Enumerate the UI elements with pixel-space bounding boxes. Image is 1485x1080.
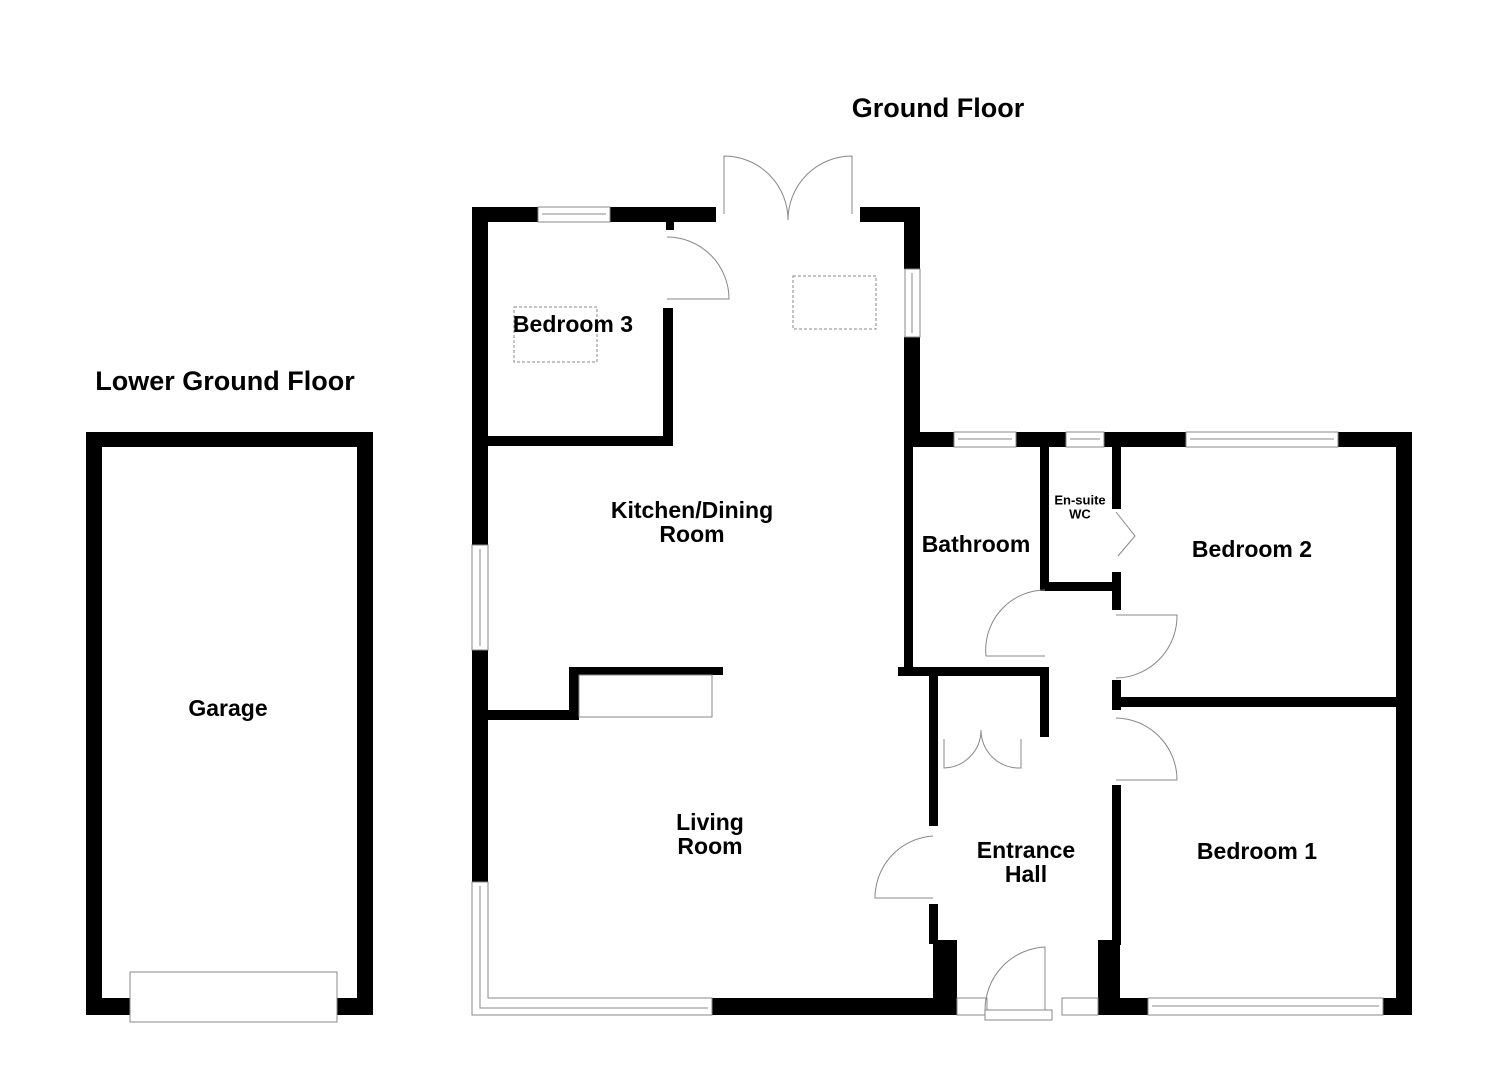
room-label-line: Room [659, 521, 725, 547]
room-label-entrance-hall: Entrance Hall [977, 838, 1075, 886]
room-label-ensuite-wc: En-suite WC [1054, 492, 1106, 523]
room-label-line: Kitchen/Dining [610, 496, 774, 523]
walls [86, 207, 1412, 1015]
room-label-line: WC [1069, 507, 1091, 522]
room-label-line: En-suite [1054, 492, 1106, 508]
room-label-line: Hall [1004, 861, 1048, 887]
room-label-living-room: Living Room [676, 810, 744, 858]
room-label-bedroom-1: Bedroom 1 [1196, 837, 1318, 864]
room-label-line: Room [677, 833, 743, 859]
room-label-bedroom-2: Bedroom 2 [1191, 535, 1313, 562]
room-label-bedroom-3: Bedroom 3 [512, 310, 634, 337]
room-label-line: Entrance [976, 836, 1076, 863]
room-label-kitchen-dining: Kitchen/Dining Room [611, 498, 773, 546]
windows-and-doors [129, 155, 1384, 1023]
room-label-garage: Garage [188, 694, 268, 721]
room-label-line: Living [676, 808, 744, 835]
room-label-bathroom: Bathroom [921, 530, 1031, 557]
ground-floor-title: Ground Floor [851, 92, 1025, 123]
lower-ground-floor-title: Lower Ground Floor [95, 365, 355, 396]
